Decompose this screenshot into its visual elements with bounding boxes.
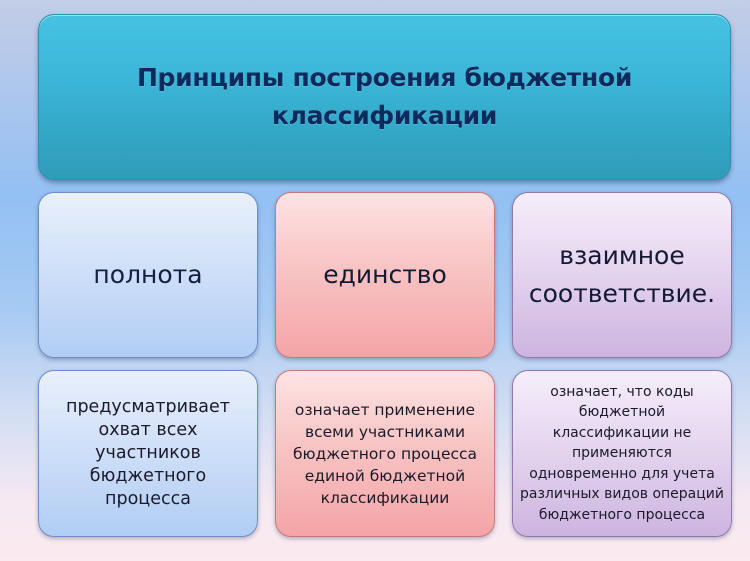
title-line-1: Принципы построения бюджетной	[136, 63, 633, 92]
principle-correspondence-box: взаимное соответствие.	[512, 192, 732, 358]
principle-description: означает, что коды бюджетной классификац…	[520, 383, 724, 523]
title-line-2: классификации	[271, 101, 498, 130]
principle-description: предусматривает охват всех участников бю…	[66, 397, 230, 509]
principle-name: взаимное соответствие.	[528, 241, 716, 308]
correspondence-description-box: означает, что коды бюджетной классификац…	[512, 370, 732, 537]
principle-completeness-box: полнота	[38, 192, 258, 358]
principle-name: единство	[323, 260, 447, 289]
completeness-description-box: предусматривает охват всех участников бю…	[38, 370, 258, 537]
diagram-title: Принципы построения бюджетной классифика…	[137, 59, 632, 135]
principle-name: полнота	[93, 260, 203, 289]
principle-description: означает применение всеми участниками бю…	[292, 400, 478, 507]
principle-unity-box: единство	[275, 192, 495, 358]
diagram-title-box: Принципы построения бюджетной классифика…	[38, 14, 731, 180]
unity-description-box: означает применение всеми участниками бю…	[275, 370, 495, 537]
